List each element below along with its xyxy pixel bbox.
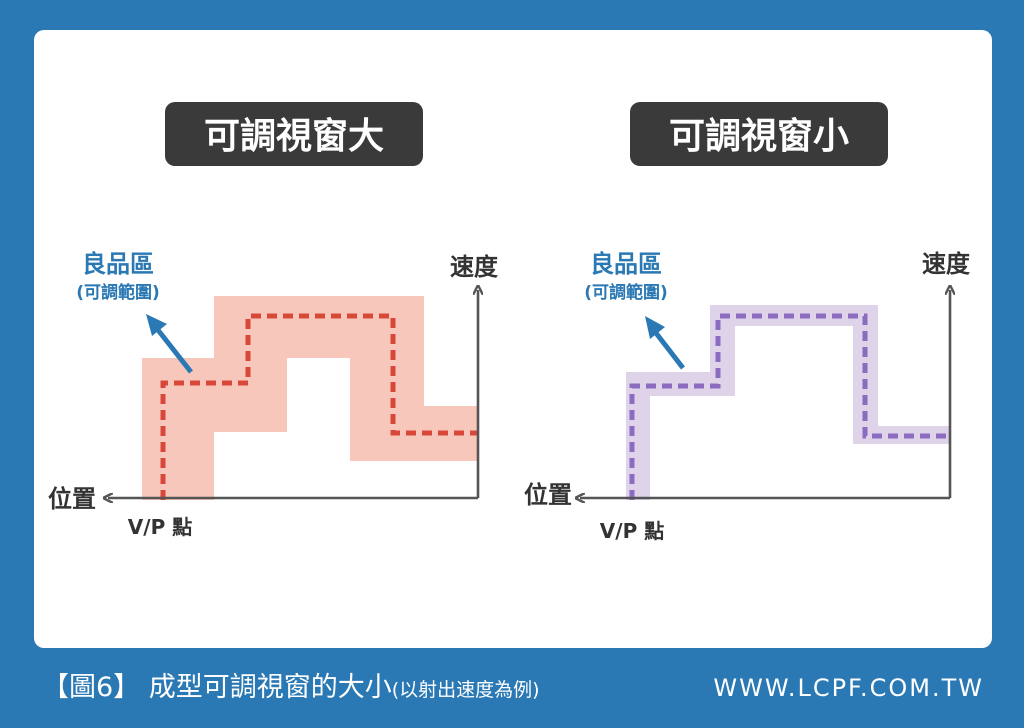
- left-pointer-arrow-icon: [146, 314, 193, 374]
- left-vp-label: V/P 點: [128, 515, 192, 539]
- figure-caption-main: 【圖6】 成型可調視窗的大小: [42, 672, 392, 703]
- left-good-zone-label: 良品區: [82, 250, 154, 278]
- figure-caption-note: (以射出速度為例): [391, 679, 540, 701]
- left-velocity-profile: [160, 313, 478, 500]
- right-good-zone: [626, 305, 950, 500]
- right-vp-label: V/P 點: [600, 519, 664, 543]
- left-panel: 可調視窗大 速度 位置 V/P 點 良品區 (可調範圍): [48, 102, 499, 539]
- right-panel: 可調視窗小 速度 位置 V/P 點 良品區 (可調範圍): [524, 102, 971, 543]
- right-x-axis-label: 位置: [524, 481, 572, 509]
- left-title-badge: [165, 102, 423, 166]
- right-y-axis-label: 速度: [922, 250, 971, 278]
- left-title: 可調視窗大: [204, 116, 384, 157]
- figure-caption: 【圖6】 成型可調視窗的大小(以射出速度為例): [42, 670, 540, 706]
- left-good-zone: [142, 296, 478, 500]
- right-title: 可調視窗小: [669, 116, 849, 157]
- left-good-zone-sublabel: (可調範圍): [76, 282, 160, 303]
- right-pointer-arrow-icon: [645, 316, 685, 370]
- right-velocity-profile: [629, 313, 950, 500]
- left-x-axis-label: 位置: [48, 485, 96, 513]
- right-good-zone-label: 良品區: [590, 250, 662, 278]
- right-title-badge: [630, 102, 888, 166]
- right-good-zone-sublabel: (可調範圍): [584, 282, 668, 303]
- site-url: WWW.LCPF.COM.TW: [713, 674, 984, 702]
- left-y-axis-label: 速度: [450, 253, 499, 281]
